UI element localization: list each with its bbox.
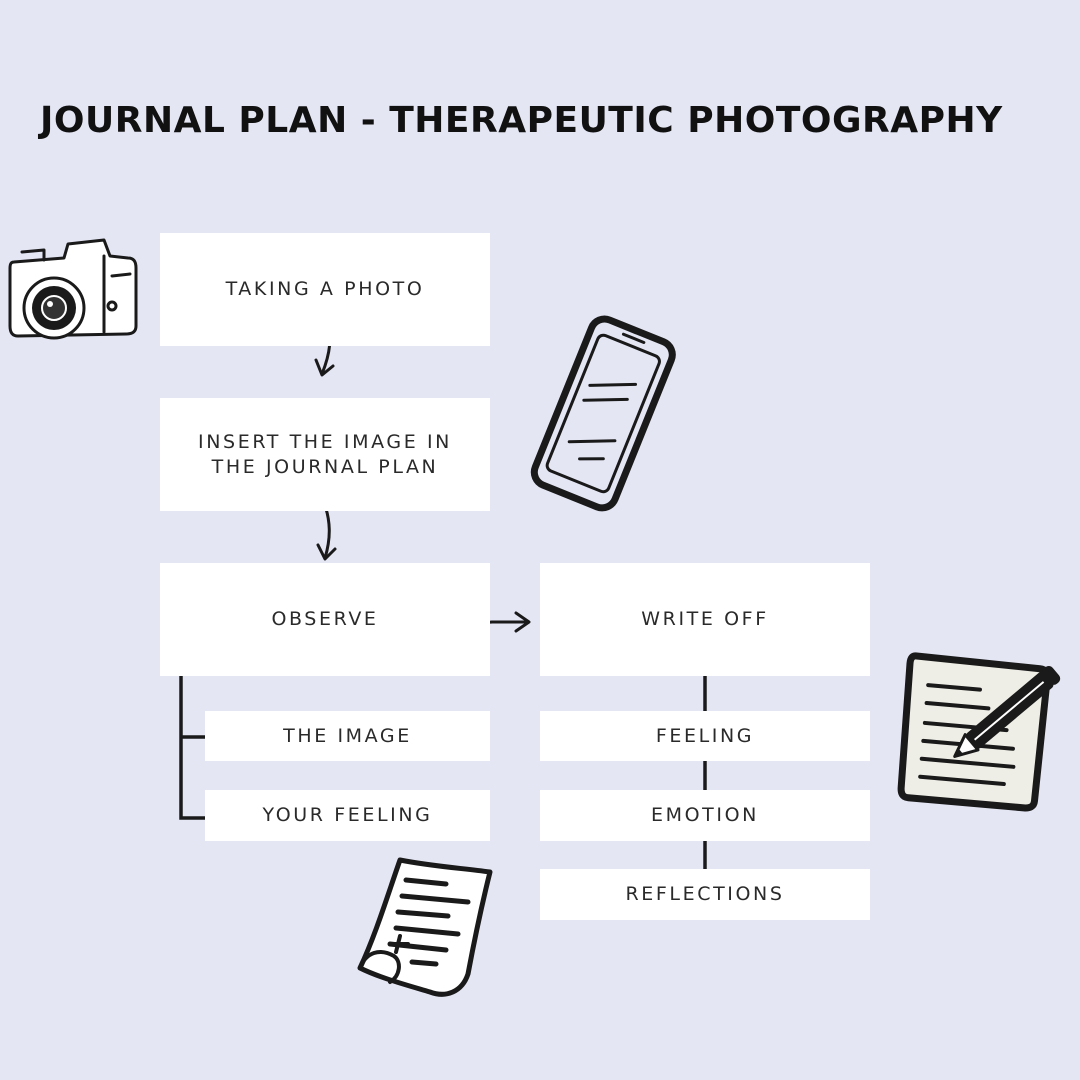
- step-observe: OBSERVE: [160, 563, 490, 676]
- observe-item-label: YOUR FEELING: [262, 804, 433, 827]
- observe-item-label: THE IMAGE: [283, 724, 412, 747]
- step-taking-photo: TAKING A PHOTO: [160, 233, 490, 346]
- step-insert-image: INSERT THE IMAGE IN THE JOURNAL PLAN: [160, 398, 490, 511]
- write-off-item: FEELING: [540, 711, 870, 761]
- step-observe-label: OBSERVE: [271, 608, 379, 631]
- write-off-item-label: EMOTION: [651, 804, 759, 827]
- write-off-item-label: FEELING: [655, 724, 755, 747]
- step-taking-photo-label: TAKING A PHOTO: [225, 278, 425, 301]
- step-write-off: WRITE OFF: [540, 563, 870, 676]
- step-insert-image-line2: THE JOURNAL PLAN: [211, 455, 439, 478]
- page-title: JOURNAL PLAN - THERAPEUTIC PHOTOGRAPHY: [40, 100, 1003, 141]
- observe-item: YOUR FEELING: [205, 790, 490, 841]
- observe-bracket: [179, 676, 205, 820]
- smartphone-icon: [530, 315, 676, 512]
- observe-item: THE IMAGE: [205, 711, 490, 761]
- paper-note-icon: [357, 857, 493, 997]
- notepad-pencil-icon: [897, 652, 1061, 812]
- step-write-off-label: WRITE OFF: [641, 608, 769, 631]
- write-off-item: REFLECTIONS: [540, 869, 870, 920]
- camera-icon: [8, 238, 138, 340]
- write-off-item-label: REFLECTIONS: [625, 883, 785, 906]
- step-insert-image-line1: INSERT THE IMAGE IN: [198, 430, 452, 453]
- write-off-item: EMOTION: [540, 790, 870, 841]
